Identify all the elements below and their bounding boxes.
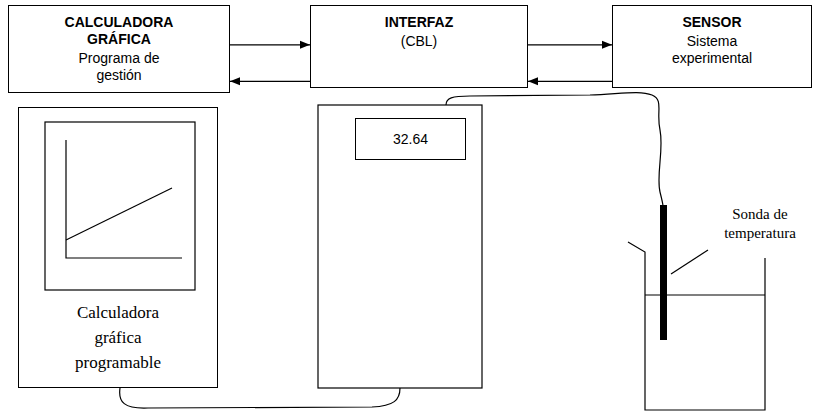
cable xyxy=(446,93,663,206)
graph-line xyxy=(66,188,172,240)
display-screen: 32.64 xyxy=(355,118,466,160)
process-box: CALCULADORA GRÁFICAPrograma de gestión xyxy=(8,5,230,93)
box-heading: CALCULADORA GRÁFICA xyxy=(54,14,184,48)
probe-label: Sonda de temperatura xyxy=(708,205,812,243)
flow-arrow xyxy=(528,44,612,45)
flow-arrow xyxy=(528,81,612,82)
device-caption: Calculadora gráfica programable xyxy=(58,300,178,375)
cable xyxy=(120,388,400,408)
process-box: INTERFAZ (CBL) xyxy=(310,5,528,88)
display-value: 32.64 xyxy=(361,131,461,148)
box-body: Sistema experimental xyxy=(657,33,767,67)
process-box: SENSOR Sistema experimental xyxy=(612,5,812,88)
interface-body xyxy=(318,105,482,388)
flow-arrow xyxy=(230,81,310,82)
box-heading: SENSOR xyxy=(682,14,741,31)
box-heading: INTERFAZ xyxy=(385,14,453,31)
beaker xyxy=(628,242,765,410)
calculator-body: Calculadora gráfica programable xyxy=(18,107,218,388)
leader-line xyxy=(671,250,708,274)
box-body: Programa de gestión xyxy=(64,50,174,84)
flow-arrow xyxy=(230,44,310,45)
temperature-probe xyxy=(660,205,667,340)
calculator-screen xyxy=(45,122,195,290)
graph-axes xyxy=(66,140,182,258)
box-body: (CBL) xyxy=(401,33,438,50)
